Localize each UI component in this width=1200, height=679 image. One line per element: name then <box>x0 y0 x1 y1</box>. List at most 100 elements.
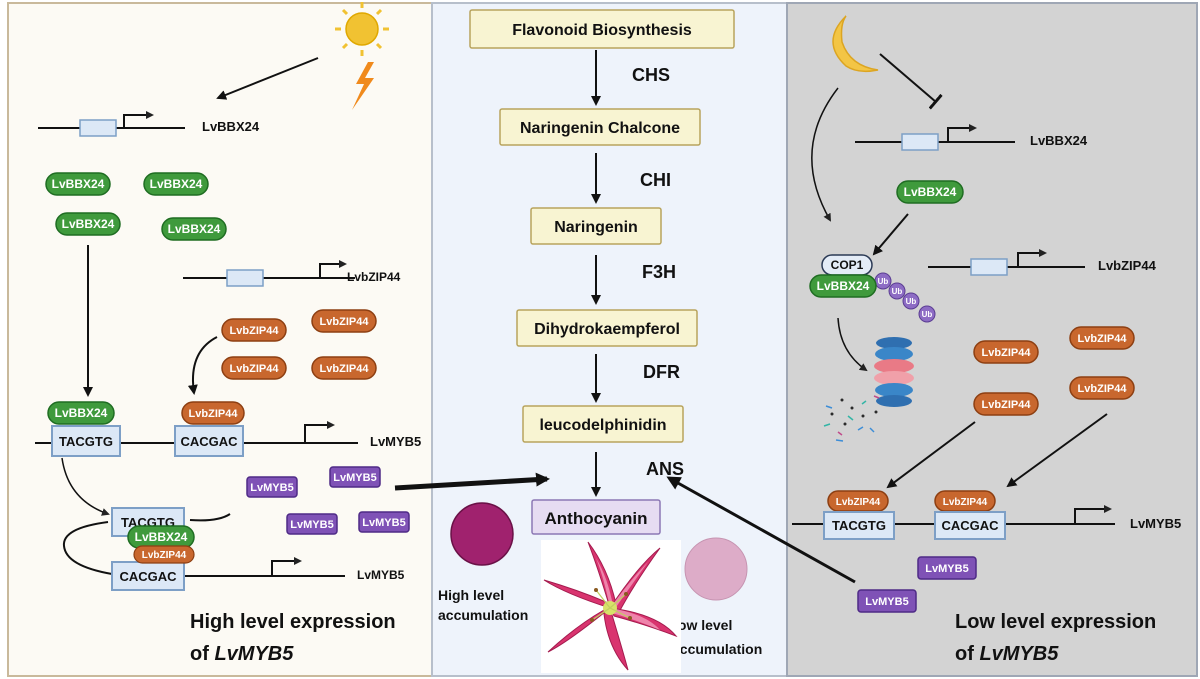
svg-text:TACGTG: TACGTG <box>59 434 113 449</box>
right-caption-line2: of LvMYB5 <box>955 643 1059 665</box>
sun-icon <box>335 2 389 56</box>
svg-text:LvMYB5: LvMYB5 <box>925 563 968 575</box>
bbx24-gene-label: LvBBX24 <box>202 119 260 134</box>
svg-text:LvbZIP44: LvbZIP44 <box>836 497 881 508</box>
bbx24-gene-right <box>855 124 1015 151</box>
step-dihydrokaempferol: Dihydrokaempferol <box>516 309 698 347</box>
svg-text:LvMYB5: LvMYB5 <box>250 482 293 494</box>
bbx24-protein: LvBBX24 <box>55 212 121 236</box>
lightning-icon <box>352 62 374 110</box>
myb5-protein: LvMYB5 <box>329 466 381 488</box>
high-accumulation-circle <box>450 502 514 566</box>
degradation-arrow <box>837 317 868 372</box>
step-anthocyanin: Anthocyanin <box>531 499 661 535</box>
bzip44-gene <box>183 260 355 287</box>
svg-text:LvMYB5: LvMYB5 <box>362 517 405 529</box>
lily-flower-icon <box>541 540 681 673</box>
bzip44-protein: LvbZIP44 <box>221 356 287 380</box>
svg-text:LvbZIP44: LvbZIP44 <box>982 347 1032 359</box>
svg-text:CACGAC: CACGAC <box>180 434 238 449</box>
bbx24-gene-label-right: LvBBX24 <box>1030 133 1088 148</box>
bbx24-protein: LvBBX24 <box>161 217 227 241</box>
svg-text:LvbZIP44: LvbZIP44 <box>982 399 1032 411</box>
right-caption-line1: Low level expression <box>955 611 1156 633</box>
svg-text:COP1: COP1 <box>831 258 864 272</box>
looping-arrow <box>61 457 110 516</box>
right-panel <box>786 2 1198 677</box>
enzyme-dfr: DFR <box>643 362 680 382</box>
bzip-binding-arrow-right <box>1006 413 1108 488</box>
cop1-protein: COP1 <box>821 254 873 276</box>
moon-icon <box>832 15 879 73</box>
svg-text:leucodelphinidin: leucodelphinidin <box>539 417 666 434</box>
left-caption-line2: of LvMYB5 <box>190 643 294 665</box>
tacgtg-box: TACGTG <box>51 425 121 457</box>
svg-text:LvbZIP44: LvbZIP44 <box>943 497 988 508</box>
svg-text:LvMYB5: LvMYB5 <box>333 472 376 484</box>
svg-text:LvbZIP44: LvbZIP44 <box>142 550 187 561</box>
bzip44-protein: LvbZIP44 <box>311 309 377 333</box>
bbx24-cop1-complex: LvBBX24 <box>809 274 877 298</box>
svg-text:CACGAC: CACGAC <box>941 518 999 533</box>
step-naringenin-chalcone: Naringenin Chalcone <box>499 108 701 146</box>
svg-text:LvbZIP44: LvbZIP44 <box>189 408 239 420</box>
bzip-binding-arrow-right <box>886 421 976 489</box>
bbx24-bound: LvBBX24 <box>47 401 115 425</box>
cacgac-box-right: CACGAC <box>934 511 1006 540</box>
bzip44-gene-label-right: LvbZIP44 <box>1098 258 1157 273</box>
bzip44-protein: LvbZIP44 <box>311 356 377 380</box>
svg-text:LvbZIP44: LvbZIP44 <box>230 363 280 375</box>
enzyme-chi: CHI <box>640 170 671 190</box>
high-activation-arrow <box>394 472 550 491</box>
ubiquitin-chain: Ub Ub Ub Ub <box>874 272 936 323</box>
svg-text:LvbZIP44: LvbZIP44 <box>1078 333 1128 345</box>
bzip44-bound: LvbZIP44 <box>181 401 245 425</box>
low-accumulation-circle <box>684 537 748 601</box>
proteasome-icon <box>823 337 914 442</box>
svg-text:Naringenin: Naringenin <box>554 219 638 236</box>
loop-cacgac-box: CACGAC <box>111 561 185 591</box>
svg-text:CACGAC: CACGAC <box>119 569 177 584</box>
bbx24-protein: LvBBX24 <box>45 172 111 196</box>
bzip44-protein-right: LvbZIP44 <box>973 392 1039 416</box>
light-signal-arrow <box>216 57 319 100</box>
cop1-binding-arrow <box>872 213 909 256</box>
svg-text:LvbZIP44: LvbZIP44 <box>320 316 370 328</box>
svg-text:Ub: Ub <box>892 287 903 296</box>
myb5-gene-label: LvMYB5 <box>370 434 421 449</box>
dna-loop-complex <box>62 513 345 577</box>
svg-text:LvbZIP44: LvbZIP44 <box>1078 383 1128 395</box>
myb5-protein-right: LvMYB5 <box>917 556 977 580</box>
svg-text:LvBBX24: LvBBX24 <box>55 406 108 420</box>
loop-bzip44: LvbZIP44 <box>133 545 195 564</box>
degradation-route-arrow <box>811 87 839 222</box>
step-flavonoid-biosynthesis: Flavonoid Biosynthesis <box>469 9 735 49</box>
bzip-binding-arrow <box>187 336 218 395</box>
bzip44-protein-right: LvbZIP44 <box>1069 376 1135 400</box>
svg-text:LvbZIP44: LvbZIP44 <box>230 325 280 337</box>
svg-text:LvBBX24: LvBBX24 <box>62 217 115 231</box>
bzip44-protein-right: LvbZIP44 <box>973 340 1039 364</box>
myb5-protein: LvMYB5 <box>286 513 338 535</box>
bzip44-bound-right: LvbZIP44 <box>934 490 996 512</box>
loop-myb5-label: LvMYB5 <box>357 568 405 582</box>
svg-text:Ub: Ub <box>878 277 889 286</box>
svg-text:LvMYB5: LvMYB5 <box>865 596 908 608</box>
myb5-protein-right: LvMYB5 <box>857 589 917 613</box>
bbx24-gene <box>38 111 185 137</box>
tacgtg-box-right: TACGTG <box>823 511 895 540</box>
svg-text:LvBBX24: LvBBX24 <box>150 177 203 191</box>
svg-text:LvBBX24: LvBBX24 <box>52 177 105 191</box>
step-naringenin: Naringenin <box>530 207 662 245</box>
svg-text:LvMYB5: LvMYB5 <box>290 519 333 531</box>
svg-text:Ub: Ub <box>922 310 933 319</box>
bzip44-gene-label: LvbZIP44 <box>347 270 401 284</box>
enzyme-ans: ANS <box>646 459 684 479</box>
left-caption-line1: High level expression <box>190 611 396 633</box>
svg-text:Anthocyanin: Anthocyanin <box>545 509 648 528</box>
svg-text:TACGTG: TACGTG <box>832 518 886 533</box>
svg-text:Ub: Ub <box>906 297 917 306</box>
bbx24-protein-right: LvBBX24 <box>896 180 964 204</box>
